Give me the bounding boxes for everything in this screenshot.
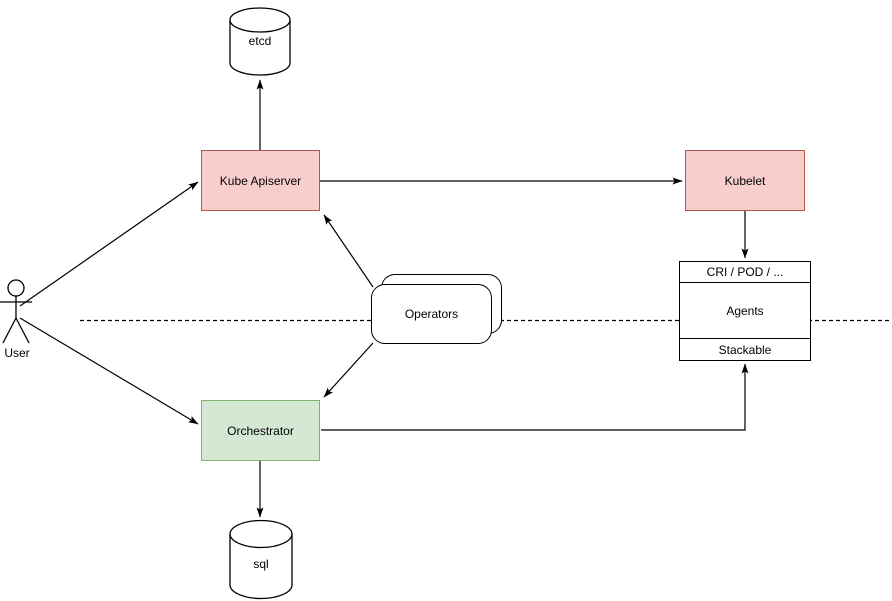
agents-body-section: Agents bbox=[680, 283, 810, 338]
edge-operators-to-orchestrator bbox=[323, 342, 374, 398]
agents-footer-label: Stackable bbox=[718, 342, 772, 357]
edge-user-to-kube-apiserver bbox=[19, 181, 199, 307]
user-label: User bbox=[4, 346, 30, 360]
node-orchestrator: Orchestrator bbox=[201, 400, 320, 461]
actor-right-leg bbox=[15, 317, 30, 344]
agents-footer-section: Stackable bbox=[680, 338, 810, 360]
etcd-cylinder bbox=[229, 7, 291, 76]
kubelet-label: Kubelet bbox=[724, 173, 766, 188]
sql-cylinder bbox=[229, 519, 293, 600]
sql-label: sql bbox=[253, 557, 269, 571]
agents-header-label: CRI / POD / ... bbox=[706, 265, 784, 279]
node-operators: Operators bbox=[371, 284, 492, 344]
actor-head bbox=[7, 279, 25, 297]
etcd-label: etcd bbox=[248, 34, 272, 48]
user-actor bbox=[0, 279, 32, 344]
edge-user-to-orchestrator bbox=[19, 317, 199, 425]
operators-label: Operators bbox=[404, 307, 459, 321]
node-kube-apiserver: Kube Apiserver bbox=[201, 150, 320, 211]
orchestrator-label: Orchestrator bbox=[227, 423, 294, 438]
agents-header-section: CRI / POD / ... bbox=[680, 262, 810, 283]
actor-left-leg bbox=[2, 317, 17, 344]
edge-orchestrator-to-agents bbox=[321, 363, 749, 431]
node-agents-stack: CRI / POD / ... Agents Stackable bbox=[679, 261, 811, 361]
edge-operators-to-kube-apiserver bbox=[323, 214, 374, 288]
kube-apiserver-label: Kube Apiserver bbox=[219, 173, 302, 188]
node-kubelet: Kubelet bbox=[685, 150, 805, 211]
agents-body-label: Agents bbox=[726, 303, 764, 318]
